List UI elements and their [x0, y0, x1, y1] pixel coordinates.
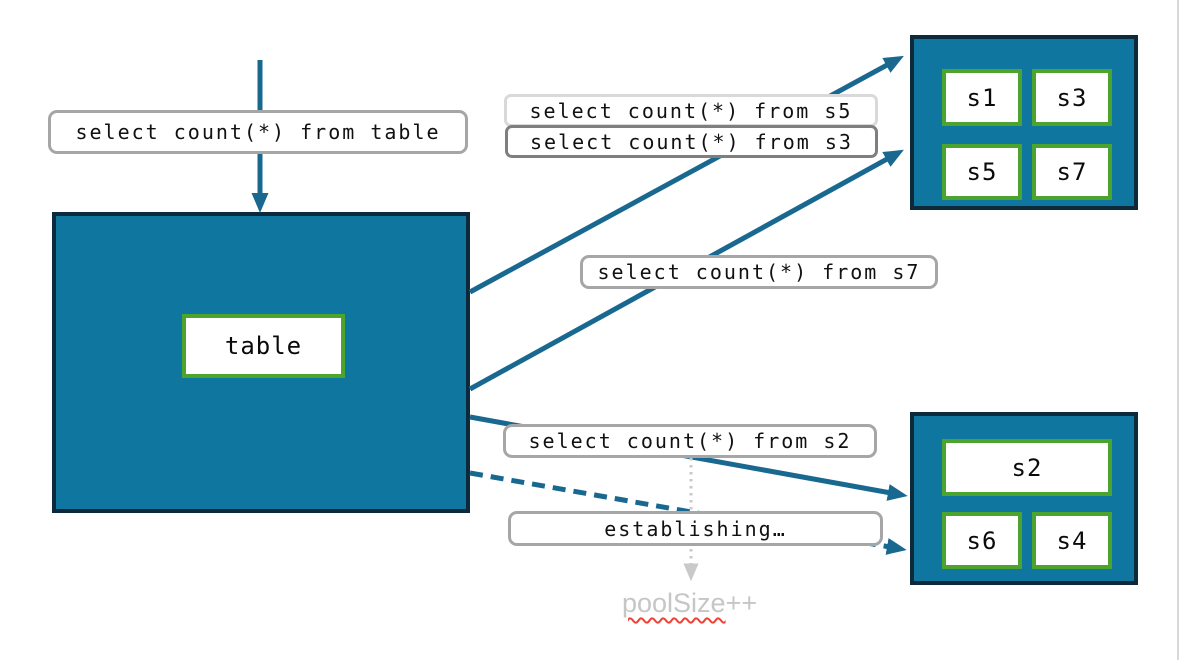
- shard-s1-label: s1: [966, 83, 998, 112]
- label-query-s5: select count(*) from s5: [504, 94, 878, 127]
- poolsize-word: poolSize: [622, 588, 726, 618]
- label-establishing: establishing…: [508, 511, 883, 546]
- label-query-s2: select count(*) from s2: [503, 424, 877, 458]
- shard-s5-label: s5: [966, 158, 998, 186]
- label-query-s3: select count(*) from s3: [505, 125, 878, 158]
- table-node: table: [52, 212, 470, 513]
- label-query-table: select count(*) from table: [48, 110, 468, 154]
- poolsize-suffix: ++: [725, 588, 758, 618]
- slide-edge-line: [1177, 0, 1179, 660]
- label-query-s7: select count(*) from s7: [580, 255, 938, 289]
- shard-s6-label: s6: [966, 526, 998, 555]
- shard-s7: s7: [1032, 144, 1112, 200]
- shard-group-bottom: s2 s6 s4: [910, 412, 1138, 585]
- table-label: table: [224, 332, 303, 360]
- shard-s1: s1: [942, 69, 1022, 126]
- shard-s4: s4: [1032, 512, 1112, 569]
- shard-s5: s5: [942, 144, 1022, 200]
- shard-s2: s2: [942, 439, 1112, 496]
- poolsize-annotation: poolSize++: [622, 588, 757, 619]
- table-label-box: table: [182, 314, 345, 378]
- shard-s3: s3: [1032, 69, 1112, 126]
- shard-s7-label: s7: [1056, 158, 1088, 186]
- shard-s3-label: s3: [1056, 83, 1088, 112]
- shard-group-top: s1 s3 s5 s7: [910, 35, 1138, 210]
- shard-s2-label: s2: [1011, 453, 1043, 482]
- shard-s4-label: s4: [1056, 526, 1088, 555]
- shard-s6: s6: [942, 512, 1022, 569]
